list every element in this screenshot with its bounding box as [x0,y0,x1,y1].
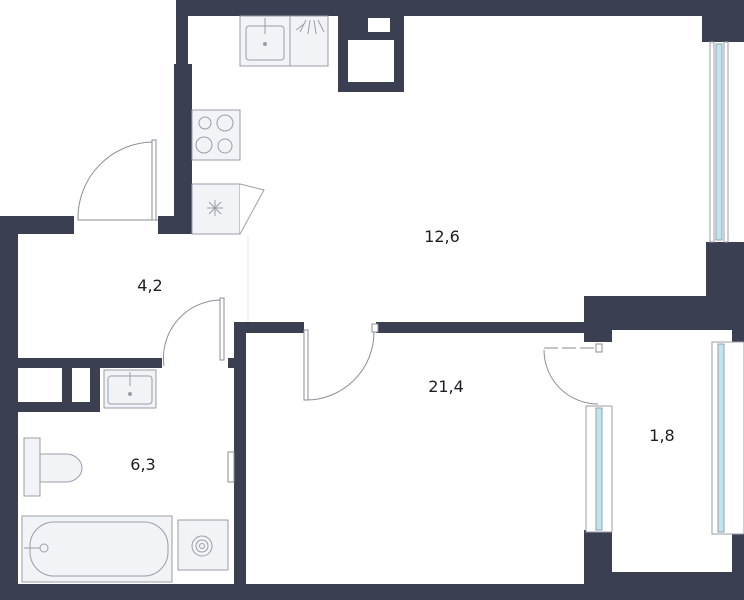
entrance-door [77,139,158,221]
window-kitchen [706,41,744,243]
cooktop-icon [191,109,241,161]
doors [77,139,603,483]
bathroom-door-handle [227,451,235,483]
area-label-bathroom: 6,3 [130,455,155,474]
bathroom-door [162,297,225,367]
fridge-icon [191,183,265,235]
area-label-hallway: 4,2 [137,276,162,295]
windows [585,41,744,535]
fixtures [21,15,329,583]
window-balcony [711,341,744,535]
shafts [18,18,394,402]
room-labels: 12,6 4,2 6,3 21,4 1,8 [130,227,674,474]
area-label-bedroom: 21,4 [428,377,464,396]
window-bedroom [585,405,613,533]
bathtub-icon [21,515,173,583]
area-label-balcony: 1,8 [649,426,674,445]
balcony-door [543,343,603,405]
washing-machine-icon [177,519,229,571]
bathroom-sink-icon [103,369,157,409]
toilet-icon [23,437,83,497]
dishwasher-icon [289,15,329,67]
area-label-kitchen: 12,6 [424,227,460,246]
kitchen-sink-icon [239,15,291,67]
bedroom-door [303,323,379,401]
